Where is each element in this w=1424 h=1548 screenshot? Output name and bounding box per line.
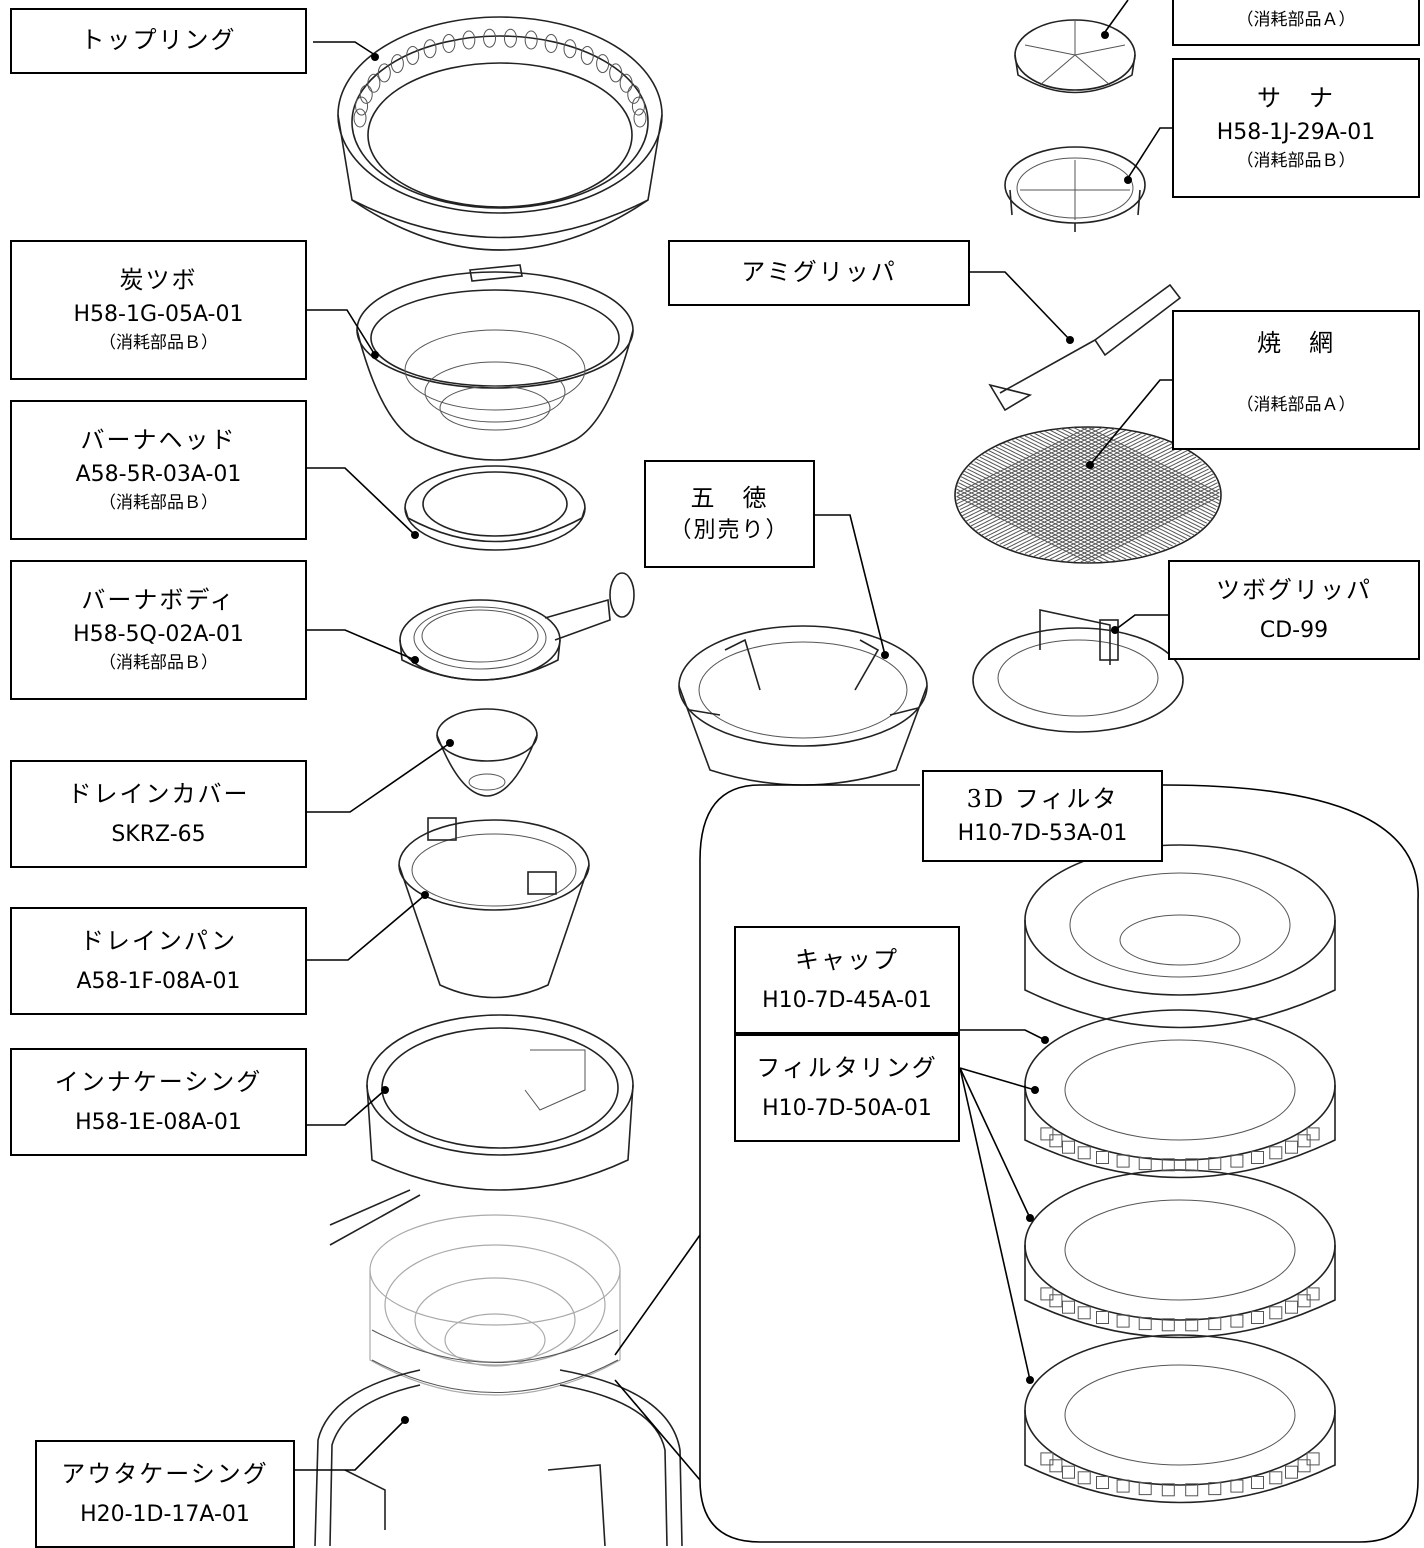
label-tsubo-gripper-part-no: CD-99	[1259, 618, 1329, 644]
burner-head-illustration	[404, 465, 586, 551]
label-cap-name: キャップ	[795, 945, 899, 974]
label-burner-head-note: （消耗部品Ｂ）	[99, 492, 218, 513]
label-topping-name: トップリング	[80, 26, 237, 55]
label-topping: トップリング	[10, 8, 307, 74]
label-burner-head-part-no: A58-5R-03A-01	[75, 462, 242, 488]
label-sumitsubo-note: （消耗部品Ｂ）	[99, 332, 218, 353]
label-drain-cover: ドレインカバー SKRZ-65	[10, 760, 307, 868]
filter-callout-outline	[699, 784, 1419, 1543]
ghost-filter-illustration	[369, 1214, 621, 1396]
label-sumitsubo-part-no: H58-1G-05A-01	[73, 302, 244, 328]
label-yakiami-note: （消耗部品Ａ）	[1236, 394, 1356, 415]
label-filter-ring-part-no: H10-7D-50A-01	[762, 1096, 932, 1122]
topping-ring-illustration	[337, 16, 663, 251]
label-burner-head-name: バーナヘッド	[80, 425, 237, 454]
label-inner-casing-name: インナケーシング	[54, 1067, 263, 1096]
label-drain-cover-name: ドレインカバー	[67, 779, 250, 808]
label-top-right-note: （消耗部品Ａ）	[1236, 10, 1356, 31]
label-sumitsubo-name: 炭ツボ	[119, 265, 198, 294]
ami-gripper-illustration	[988, 283, 1182, 412]
drain-cover-illustration	[436, 708, 538, 797]
label-tsubo-gripper: ツボグリッパ CD-99	[1168, 560, 1420, 660]
label-burner-body-part-no: H58-5Q-02A-01	[73, 622, 244, 648]
label-filter-ring-name: フィルタリング	[756, 1053, 938, 1082]
gotoku-illustration	[678, 625, 928, 786]
label-gotoku-note: （別売り）	[669, 518, 790, 544]
drain-pan-illustration	[398, 817, 590, 999]
outer-casing-illustration	[314, 1369, 683, 1546]
label-outer-casing-name: アウタケーシング	[61, 1459, 269, 1488]
label-filter-3d: 3D フィルタ H10-7D-53A-01	[922, 770, 1163, 862]
label-sana-note: （消耗部品Ｂ）	[1236, 150, 1356, 171]
label-inner-casing: インナケーシング H58-1E-08A-01	[10, 1048, 307, 1156]
burner-body-illustration	[399, 572, 635, 681]
label-drain-pan-part-no: A58-1F-08A-01	[76, 969, 241, 995]
label-filter-ring: フィルタリング H10-7D-50A-01	[734, 1034, 960, 1142]
label-gotoku-name: 五 徳	[690, 483, 769, 512]
label-ami-gripper: アミグリッパ	[668, 240, 970, 306]
label-yakiami: 焼 網 （消耗部品Ａ）	[1172, 310, 1420, 450]
label-sumitsubo: 炭ツボ H58-1G-05A-01 （消耗部品Ｂ）	[10, 240, 307, 380]
label-sana-name: サ ナ	[1257, 83, 1335, 112]
label-gotoku: 五 徳 （別売り）	[644, 460, 815, 568]
label-filter-3d-part-no: H10-7D-53A-01	[957, 821, 1128, 847]
label-drain-cover-part-no: SKRZ-65	[111, 822, 206, 848]
label-tsubo-gripper-name: ツボグリッパ	[1216, 575, 1372, 604]
label-inner-casing-part-no: H58-1E-08A-01	[75, 1110, 242, 1136]
yakiami-illustration	[954, 426, 1222, 564]
inner-casing-illustration	[329, 1014, 634, 1246]
tsubo-gripper-illustration	[972, 609, 1184, 733]
label-drain-pan-name: ドレインパン	[79, 926, 238, 955]
label-burner-body: バーナボディ H58-5Q-02A-01 （消耗部品Ｂ）	[10, 560, 307, 700]
label-sana: サ ナ H58-1J-29A-01 （消耗部品Ｂ）	[1172, 58, 1420, 198]
sumitsubo-illustration	[356, 264, 634, 461]
label-burner-head: バーナヘッド A58-5R-03A-01 （消耗部品Ｂ）	[10, 400, 307, 540]
sana-illustration	[1004, 146, 1146, 232]
label-filter-3d-name: 3D フィルタ	[966, 784, 1119, 813]
label-burner-body-note: （消耗部品Ｂ）	[99, 652, 218, 673]
label-ami-gripper-name: アミグリッパ	[741, 258, 897, 287]
label-top-right: （消耗部品Ａ）	[1172, 0, 1420, 46]
label-cap: キャップ H10-7D-45A-01	[734, 926, 960, 1034]
label-outer-casing-part-no: H20-1D-17A-01	[80, 1502, 250, 1528]
label-yakiami-name: 焼 網	[1257, 329, 1335, 357]
label-drain-pan: ドレインパン A58-1F-08A-01	[10, 907, 307, 1015]
top-right-grate-illustration	[1014, 19, 1136, 94]
label-outer-casing: アウタケーシング H20-1D-17A-01	[35, 1440, 295, 1548]
label-cap-part-no: H10-7D-45A-01	[762, 988, 932, 1014]
label-burner-body-name: バーナボディ	[81, 585, 236, 614]
filter-stack-illustration	[1024, 844, 1336, 1504]
label-sana-part-no: H58-1J-29A-01	[1216, 120, 1376, 146]
